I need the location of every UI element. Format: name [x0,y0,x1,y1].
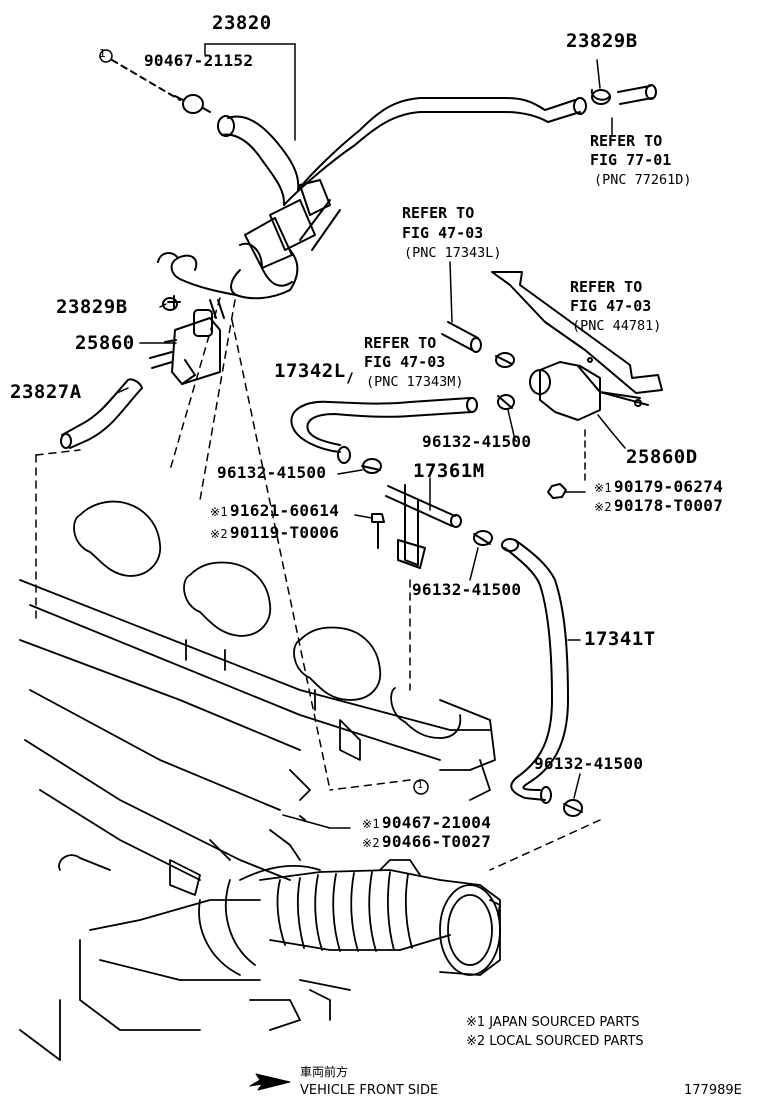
label-90119-text: 90119-T0006 [229,523,340,542]
mark-local-3: ※2 [362,836,380,850]
label-leaders [116,303,516,519]
circled-one-label: 1 [99,47,106,60]
clamp-96132-a [361,458,382,474]
hose-17343l-ref [441,261,482,353]
ref-17343m-line2: FIG 47-03 [364,353,446,371]
clamp-96132-b [497,394,515,410]
clamp-96132-c [469,530,493,581]
mark-japan-1: ※1 [210,505,228,519]
label-23827a: 23827A [10,381,82,403]
legend-local-sourced: ※2 LOCAL SOURCED PARTS [466,1034,644,1049]
label-91621-text: 91621-60614 [229,501,340,520]
gasket-90467-21004 [282,814,351,829]
dashed-leaders [35,297,601,871]
clamp-96132-d [563,773,583,817]
label-17342l: 17342L [274,360,346,382]
ref-44781-line2: FIG 47-03 [570,297,652,315]
hose-assembly-23820 [157,97,587,300]
ref-77-line1: REFER TO [590,132,663,150]
hose-17342l [290,397,478,464]
clamp-23829b-top [590,59,657,137]
ref-17343m-line1: REFER TO [364,334,437,352]
hose-17341t [501,538,581,804]
label-96132-c: 96132-41500 [412,580,522,599]
ref-77-line2: FIG 77-01 [590,151,672,169]
label-23820: 23820 [212,12,272,34]
nut-90179 [547,429,586,499]
vehicle-front-jp: 車両前方 [300,1065,349,1079]
engine-block [19,500,496,1061]
clamp-90467-21152 [99,49,211,114]
label-90467-21152: 90467-21152 [144,51,254,70]
leader-23820 [204,43,296,141]
ref-17343l-line3: (PNC 17343L) [404,245,502,261]
ref-17343m-line3: (PNC 17343M) [366,374,464,390]
mark-local-2: ※2 [594,500,612,514]
label-25860d: 25860D [626,446,698,468]
bolt-91621 [371,513,385,549]
label-17361m: 17361M [413,460,485,482]
legend-japan-sourced: ※1 JAPAN SOURCED PARTS [466,1015,640,1030]
label-90466-text: 90466-T0027 [381,832,492,851]
label-23829b-top: 23829B [566,30,638,52]
pipe-17361m [385,477,462,569]
ref-44781-line3: (PNC 44781) [572,318,662,334]
label-17341t: 17341T [584,628,656,650]
figure-id: 177989E [684,1083,742,1098]
ref-44781-line1: REFER TO [570,278,643,296]
label-90179-text: 90179-06274 [613,477,724,496]
vsv-25860 [149,295,225,385]
vehicle-front-arrow [249,1073,291,1091]
ref-17343l-line2: FIG 47-03 [402,224,484,242]
mark-japan-2: ※1 [594,481,612,495]
circled-one-marker [413,779,429,795]
label-23829b-left: 23829B [56,296,128,318]
circled-one-engine-label: 1 [417,780,424,791]
label-90467-21004-text: 90467-21004 [381,813,492,832]
mark-local-1: ※2 [210,527,228,541]
label-90178-text: 90178-T0007 [613,496,724,515]
vehicle-front-en: VEHICLE FRONT SIDE [300,1083,439,1098]
vsv-25860d [491,271,663,449]
intake-throttle-body [198,859,501,1031]
clamp-17343m [495,352,515,368]
ref-17343l-line1: REFER TO [402,204,475,222]
label-96132-d: 96132-41500 [534,754,644,773]
label-25860: 25860 [75,332,135,354]
ref-77-line3: (PNC 77261D) [594,172,692,188]
label-96132-b: 96132-41500 [422,432,532,451]
label-96132-a: 96132-41500 [217,463,327,482]
hose-23827a [60,378,143,449]
mark-japan-3: ※1 [362,817,380,831]
